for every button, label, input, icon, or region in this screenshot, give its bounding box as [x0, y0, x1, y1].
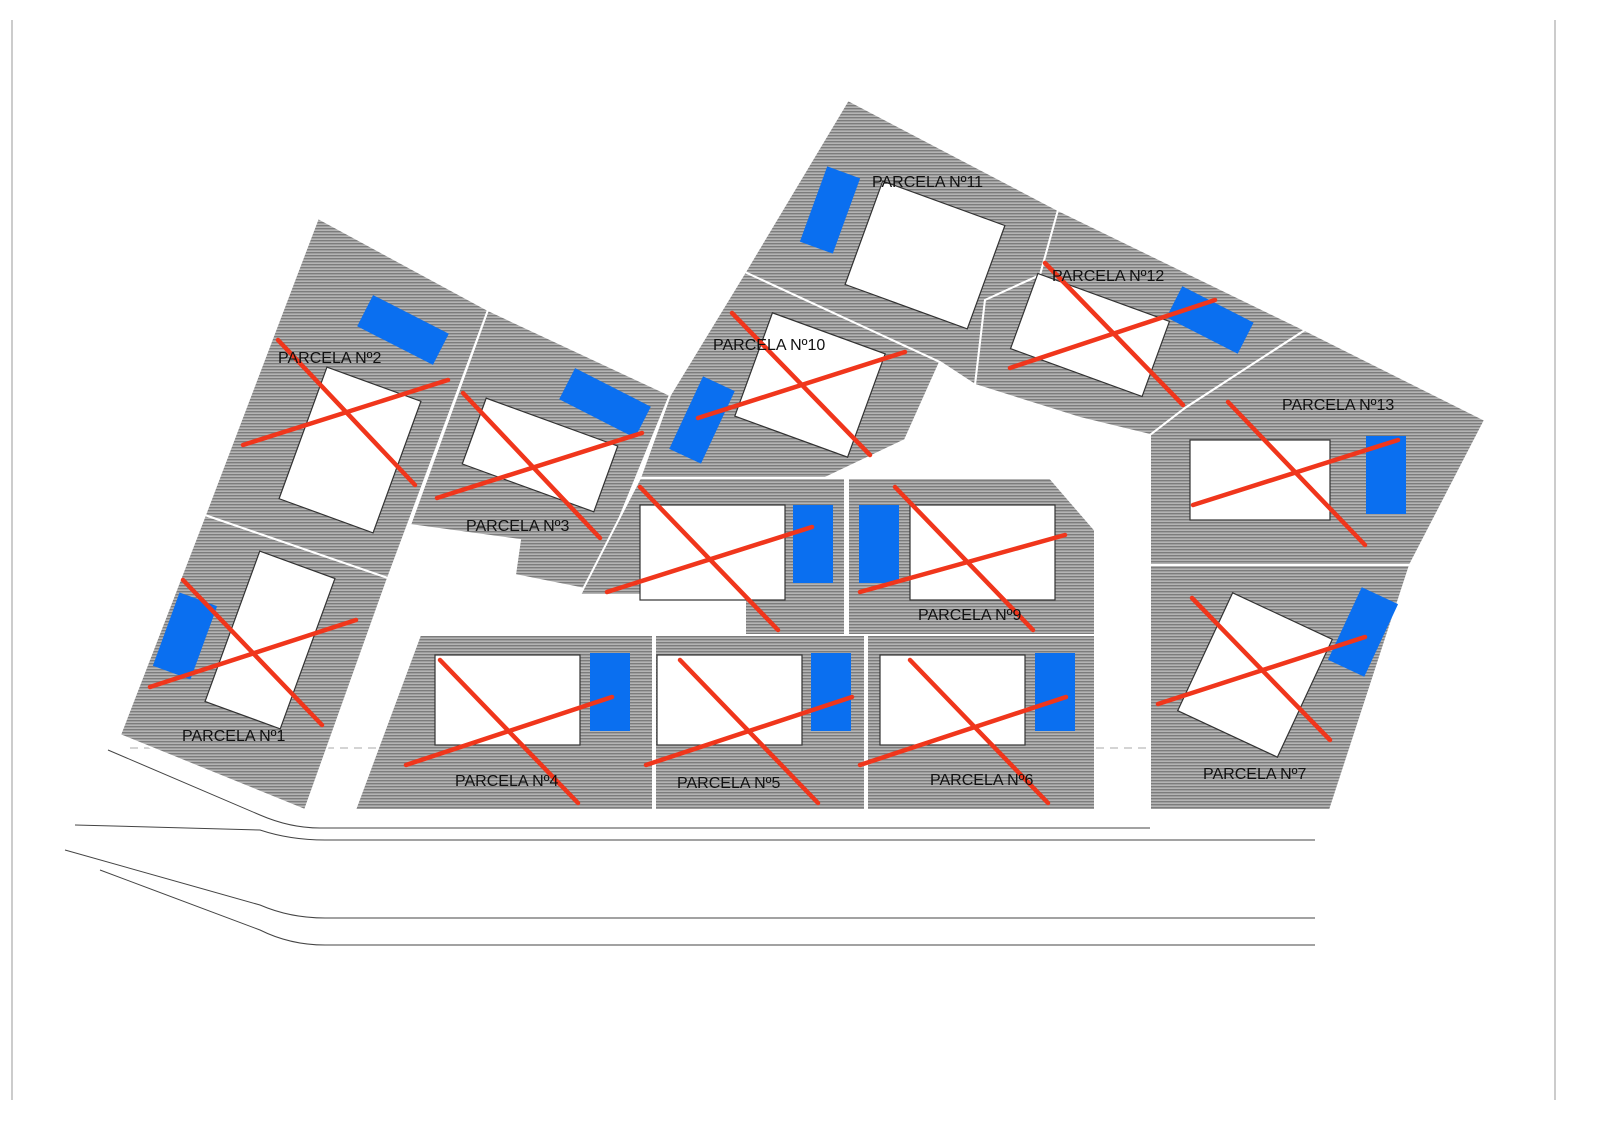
- parcel-label: PARCELA Nº6: [930, 772, 1033, 789]
- parcel-label: PARCELA Nº7: [1203, 766, 1306, 783]
- pool: [357, 295, 449, 365]
- pool: [559, 368, 651, 438]
- house-footprints: [204, 180, 1334, 758]
- house-footprint: [204, 550, 336, 730]
- parcel-label: PARCELA Nº10: [713, 337, 825, 354]
- house-footprint: [656, 654, 803, 746]
- pool: [1327, 587, 1399, 677]
- pool: [811, 653, 851, 731]
- pools: [152, 166, 1406, 731]
- cross-mark: [1155, 634, 1368, 707]
- cross-mark: [1190, 437, 1401, 508]
- house-footprint: [639, 504, 786, 601]
- cross-mark: [892, 484, 1036, 633]
- parcel-label: PARCELA Nº3: [466, 518, 569, 535]
- cross-mark: [907, 657, 1051, 806]
- cross-mark: [604, 524, 815, 595]
- house-footprint: [1176, 592, 1334, 758]
- cross-mark: [403, 694, 615, 768]
- cross-mark: [240, 377, 451, 448]
- parcel-label: PARCELA Nº1: [182, 728, 285, 745]
- pool: [152, 592, 218, 680]
- parcel-label: PARCELA Nº12: [1052, 268, 1164, 285]
- house-footprint: [734, 312, 886, 458]
- parcel-label: PARCELA Nº9: [918, 607, 1021, 624]
- cross-mark: [147, 617, 359, 690]
- cross-marks: [147, 260, 1401, 806]
- pool: [669, 376, 735, 464]
- parcel-label: PARCELA Nº2: [278, 350, 381, 367]
- cross-mark: [857, 694, 1069, 768]
- parcel-label: PARCELA Nº4: [455, 773, 558, 790]
- cross-mark: [434, 430, 645, 501]
- cross-mark: [1007, 297, 1218, 371]
- house-footprint: [1009, 272, 1171, 398]
- house-footprint: [1189, 439, 1331, 521]
- pool: [1035, 653, 1075, 731]
- pool: [590, 653, 630, 731]
- cross-mark: [643, 694, 855, 768]
- parcel-label: PARCELA Nº13: [1282, 397, 1394, 414]
- pool: [793, 505, 833, 583]
- pool: [859, 505, 899, 583]
- cross-mark: [857, 532, 1068, 595]
- house-footprint: [909, 504, 1056, 601]
- pool: [1166, 286, 1254, 354]
- parcel-label: PARCELA Nº11: [872, 174, 983, 191]
- house-footprint: [844, 180, 1006, 330]
- parcel-label: PARCELA Nº5: [677, 775, 780, 792]
- house-footprint: [879, 654, 1026, 746]
- cross-mark: [460, 390, 603, 541]
- cross-mark: [695, 349, 908, 421]
- pool: [799, 166, 861, 254]
- house-footprint: [461, 397, 619, 513]
